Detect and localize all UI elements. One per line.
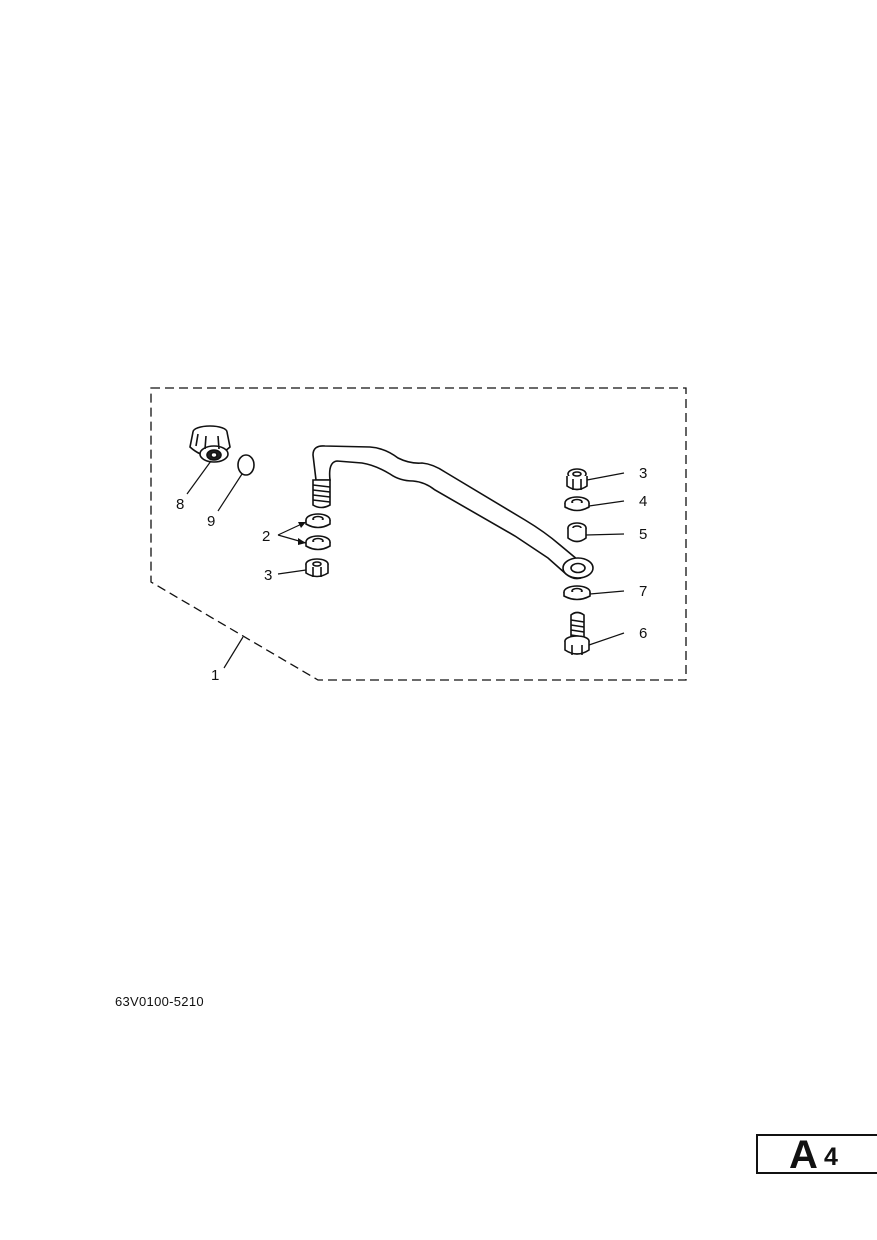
callout-1: 1	[211, 667, 219, 684]
callout-2: 2	[262, 528, 270, 545]
page-letter: A	[789, 1133, 818, 1177]
bolt-part	[564, 611, 590, 655]
o-ring-part	[237, 454, 255, 476]
page-indicator: A 4	[756, 1133, 877, 1177]
washer-pair-part	[305, 513, 331, 551]
callout-6: 6	[639, 625, 647, 642]
page-number: 4	[824, 1143, 838, 1171]
part-code: 63V0100-5210	[115, 994, 204, 1009]
callout-4: 4	[639, 493, 647, 510]
steering-rod-part	[312, 445, 594, 580]
assembly-boundary	[150, 387, 687, 681]
leader-lines	[186, 460, 625, 669]
callout-5: 5	[639, 526, 647, 543]
callout-7: 7	[639, 583, 647, 600]
nut-right-part	[566, 468, 588, 491]
callout-3-right: 3	[639, 465, 647, 482]
nut-left-part	[305, 558, 329, 578]
leader-arrows	[298, 522, 306, 545]
grommet-part	[189, 425, 231, 463]
washer-top-part	[564, 496, 590, 512]
collar-part	[567, 522, 587, 543]
callout-9: 9	[207, 513, 215, 530]
callout-3-left: 3	[264, 567, 272, 584]
callout-8: 8	[176, 496, 184, 513]
washer-bottom-part	[563, 585, 591, 601]
